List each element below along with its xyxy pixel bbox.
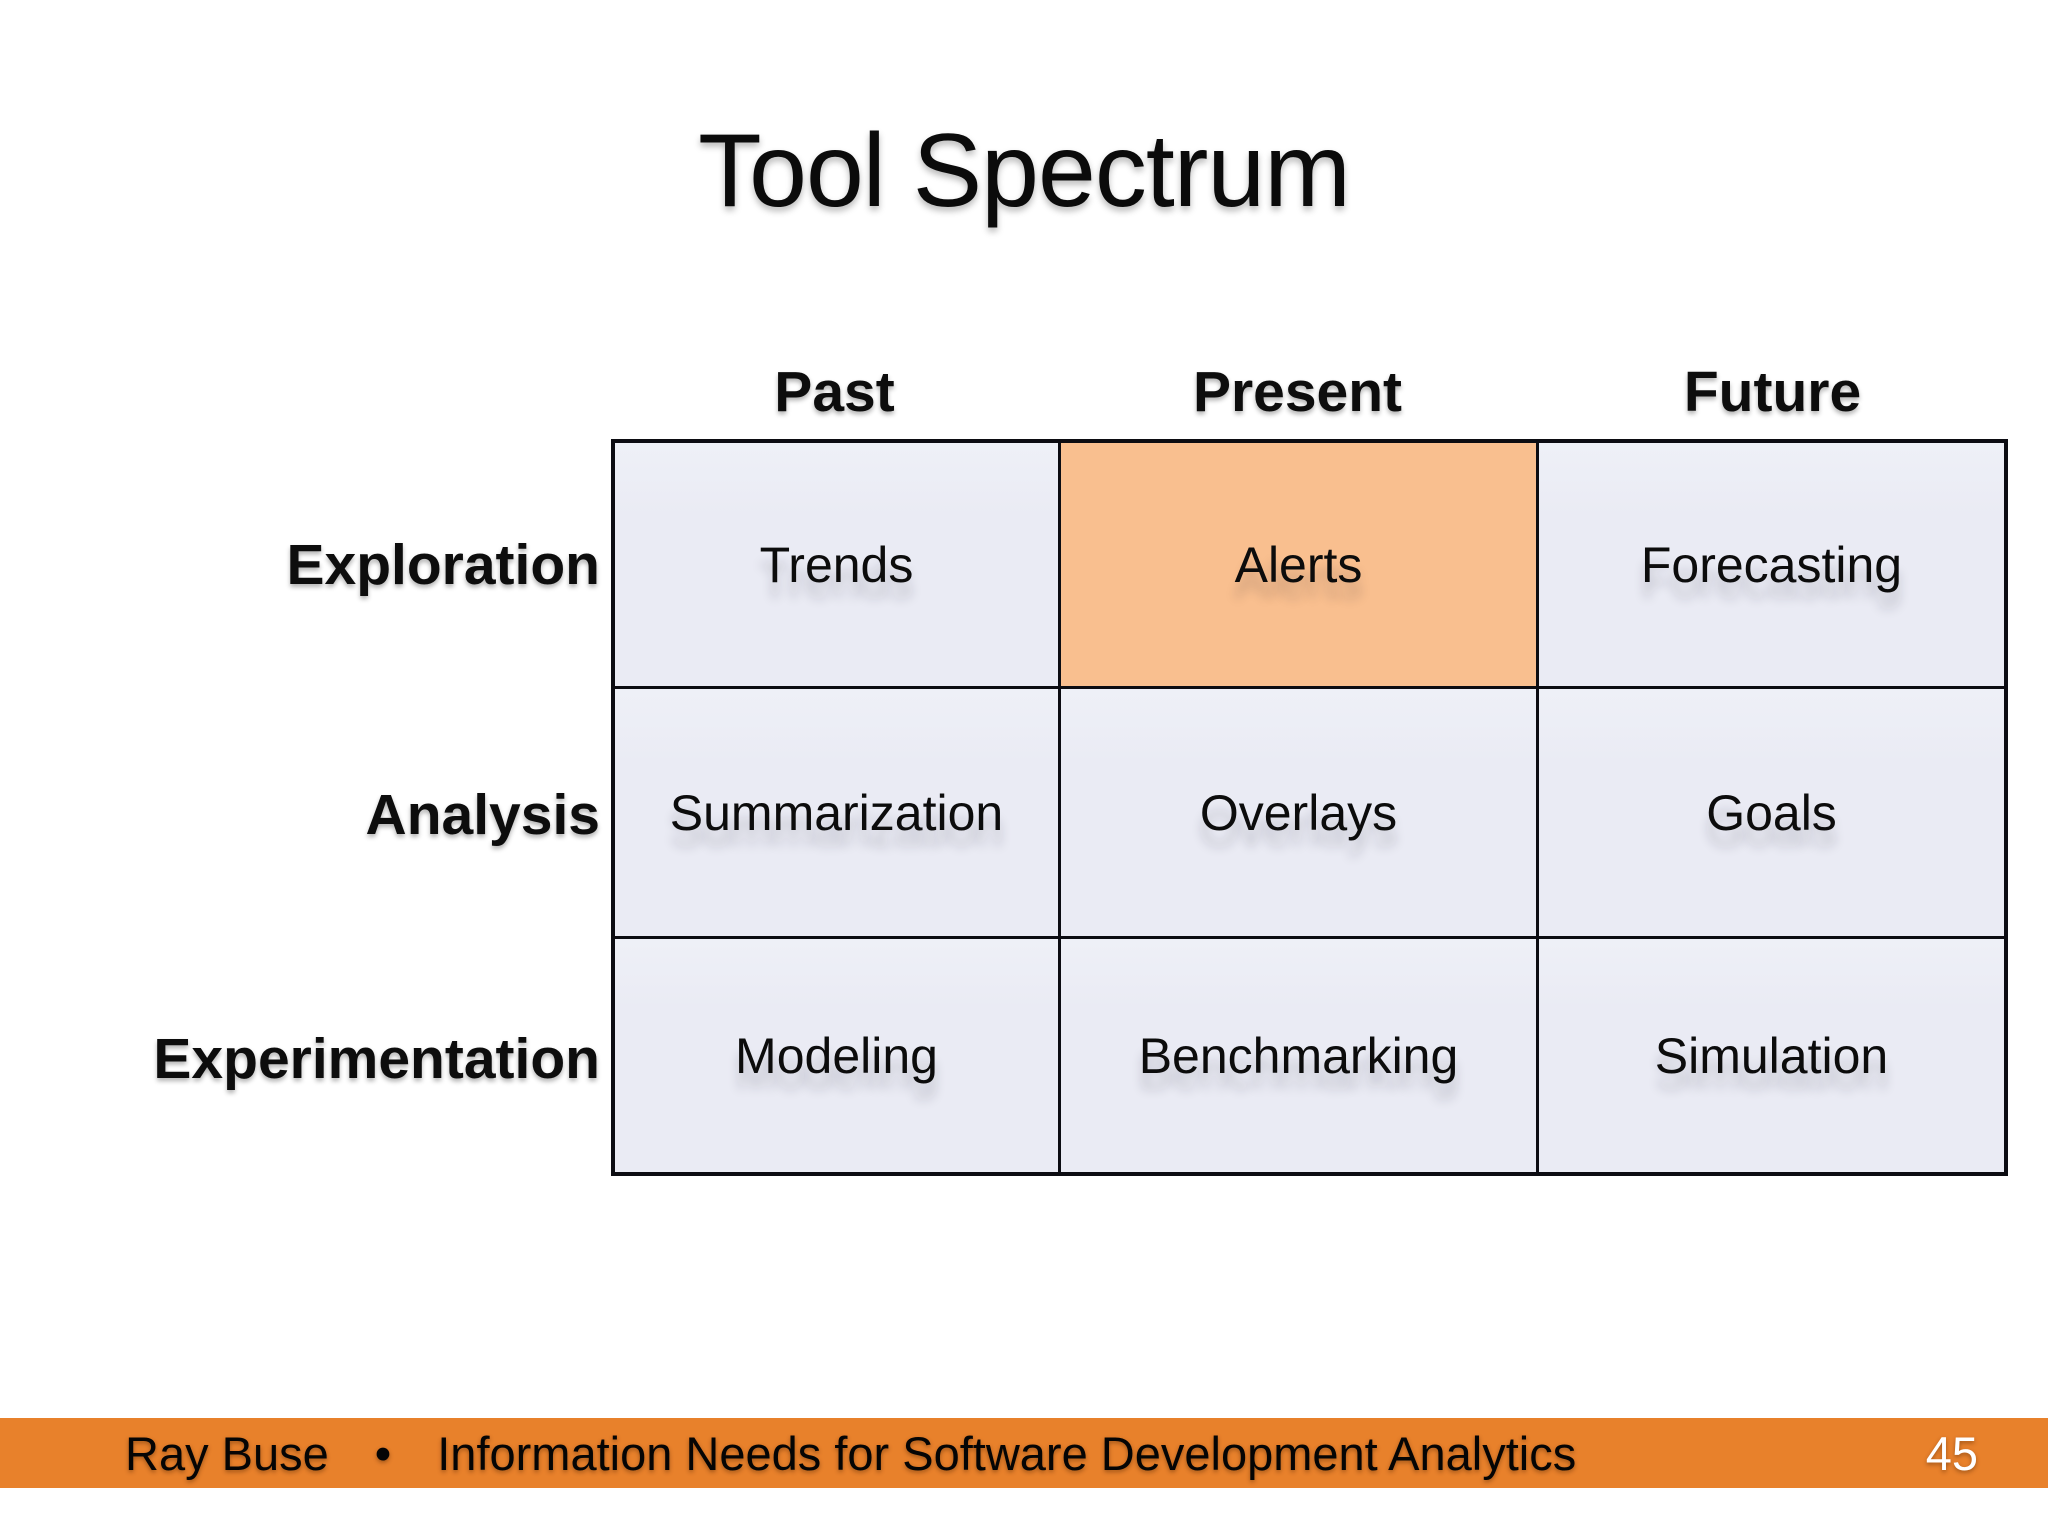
matrix-cell-benchmarking: Benchmarking — [1061, 939, 1536, 1172]
matrix-cell-forecasting: Forecasting — [1539, 443, 2004, 686]
matrix-cell-goals: Goals — [1539, 689, 2004, 936]
row-header-analysis: Analysis — [365, 783, 600, 847]
row-header-experimentation: Experimentation — [153, 1027, 600, 1091]
bullet-separator-icon: • — [374, 1426, 392, 1480]
column-header-present: Present — [1192, 360, 1403, 424]
matrix-cell-summarization: Summarization — [615, 689, 1058, 936]
row-header-exploration: Exploration — [286, 533, 600, 597]
slide-title: Tool Spectrum — [698, 113, 1351, 229]
matrix-cell-simulation: Simulation — [1539, 939, 2004, 1172]
footer-credit: Ray Buse • Information Needs for Softwar… — [125, 1418, 1576, 1488]
footer-author: Ray Buse — [125, 1426, 329, 1480]
matrix-cell-overlays: Overlays — [1061, 689, 1536, 936]
column-headers: Past Present Future — [611, 348, 2008, 436]
tool-spectrum-matrix: Trends Alerts Forecasting Summarization … — [611, 439, 2008, 1176]
column-header-future: Future — [1683, 360, 1862, 424]
page-number: 45 — [1925, 1426, 1978, 1480]
matrix-cell-alerts: Alerts — [1061, 443, 1536, 686]
footer-deck-title: Information Needs for Software Developme… — [437, 1426, 1577, 1480]
column-header-past: Past — [774, 360, 895, 424]
footer-bar: Ray Buse • Information Needs for Softwar… — [0, 1418, 2048, 1488]
matrix-cell-trends: Trends — [615, 443, 1058, 686]
matrix-cell-modeling: Modeling — [615, 939, 1058, 1172]
